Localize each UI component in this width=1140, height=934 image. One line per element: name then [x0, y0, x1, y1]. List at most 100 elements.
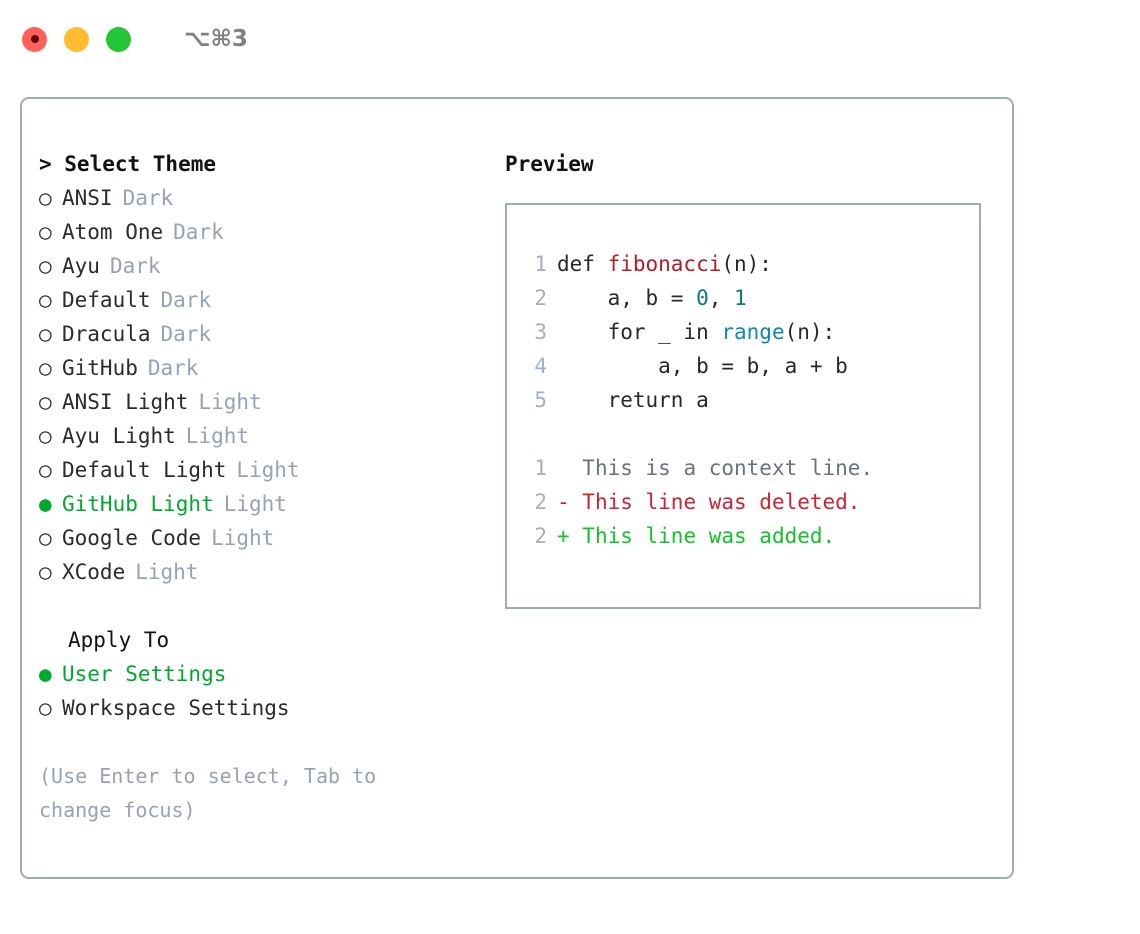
minimize-window-button[interactable]	[64, 26, 89, 52]
diff-line: 2- This line was deleted.	[525, 485, 979, 519]
code-line: 5 return a	[525, 383, 979, 417]
diff-text: This line was deleted.	[582, 490, 861, 514]
radio-empty-icon: ○	[39, 322, 52, 346]
theme-list-item[interactable]: ○ Ayu Dark	[39, 249, 487, 283]
window-controls	[22, 26, 131, 52]
theme-name: GitHub Light	[62, 492, 214, 516]
code-line: 4 a, b = b, a + b	[525, 349, 979, 383]
diff-marker	[557, 456, 582, 480]
theme-name: Google Code	[62, 526, 202, 550]
theme-list-item[interactable]: ○ ANSI Light Light	[39, 385, 487, 419]
radio-empty-icon: ○	[39, 186, 52, 210]
line-number: 3	[534, 320, 547, 344]
list-spacer	[39, 589, 487, 623]
apply-to-label: Workspace Settings	[62, 696, 290, 720]
diff-sample: 1 This is a context line.2- This line wa…	[525, 451, 979, 553]
line-number: 4	[534, 354, 547, 378]
apply-to-heading: Apply To	[68, 628, 170, 652]
line-number: 1	[534, 252, 547, 276]
radio-empty-icon: ○	[39, 220, 52, 244]
keyboard-shortcut-label: ⌥⌘3	[184, 26, 248, 52]
radio-empty-icon: ○	[39, 390, 52, 414]
keyboard-hint-text: (Use Enter to select, Tab to change focu…	[39, 764, 377, 822]
theme-list-item[interactable]: ○ Dracula Dark	[39, 317, 487, 351]
theme-list-item[interactable]: ○ GitHub Dark	[39, 351, 487, 385]
theme-name: Atom One	[62, 220, 164, 244]
theme-list-item[interactable]: ○ Ayu Light Light	[39, 419, 487, 453]
theme-variant-tag: Dark	[109, 254, 161, 278]
radio-empty-icon: ○	[39, 356, 52, 380]
code-diff-gap	[525, 417, 979, 451]
line-number: 1	[534, 456, 547, 480]
code-token-plain: a, b = b, a + b	[557, 354, 848, 378]
code-token-plain: (n):	[784, 320, 836, 344]
theme-variant-tag: Dark	[122, 186, 174, 210]
code-token-plain: return a	[557, 388, 709, 412]
code-token-plain: a, b =	[557, 286, 697, 310]
line-number: 2	[534, 524, 547, 548]
theme-variant-tag: Dark	[173, 220, 224, 244]
select-theme-heading: > Select Theme	[39, 152, 217, 176]
code-token-num: 0	[696, 286, 709, 310]
theme-list-item[interactable]: ○ Google Code Light	[39, 521, 487, 555]
theme-variant-tag: Light	[198, 390, 262, 414]
diff-line: 1 This is a context line.	[525, 451, 979, 485]
line-number: 5	[534, 388, 547, 412]
apply-to-list[interactable]: ●User Settings ○ Workspace Settings	[39, 657, 487, 725]
radio-empty-icon: ○	[39, 254, 52, 278]
apply-to-item[interactable]: ○ Workspace Settings	[39, 691, 487, 725]
line-number: 2	[534, 286, 547, 310]
title-bar: ⌥⌘3	[0, 0, 1140, 78]
radio-selected-icon: ●	[39, 662, 52, 686]
diff-line: 2 + This line was added.	[525, 519, 979, 553]
code-token-fn: fibonacci	[607, 252, 722, 276]
theme-list-item[interactable]: ● GitHub Light Light	[39, 487, 487, 521]
theme-name: Default	[62, 288, 151, 312]
theme-variant-tag: Dark	[147, 356, 199, 380]
code-token-kw: range	[721, 320, 785, 344]
theme-variant-tag: Dark	[160, 288, 212, 312]
theme-name: ANSI Light	[62, 390, 189, 414]
radio-empty-icon: ○	[39, 458, 52, 482]
diff-marker: +	[557, 524, 583, 548]
code-token-plain: def	[557, 252, 608, 276]
theme-name: Dracula	[62, 322, 151, 346]
close-window-button[interactable]	[22, 26, 47, 52]
theme-variant-tag: Light	[135, 560, 199, 584]
code-line: 2 a, b = 0, 1	[525, 281, 979, 315]
theme-variant-tag: Light	[211, 526, 275, 550]
radio-empty-icon: ○	[39, 424, 52, 448]
apply-to-item[interactable]: ●User Settings	[39, 657, 487, 691]
code-token-plain: ,	[708, 286, 735, 310]
theme-variant-tag: Light	[185, 424, 250, 448]
theme-name: GitHub	[62, 356, 138, 380]
maximize-window-button[interactable]	[106, 26, 131, 52]
code-line: 3 for _ in range(n):	[525, 315, 979, 349]
diff-text: This line was added.	[582, 524, 836, 548]
diff-marker: -	[557, 490, 583, 514]
radio-empty-icon: ○	[39, 696, 52, 720]
code-token-num: 1	[734, 286, 747, 310]
line-number: 2	[534, 490, 547, 514]
theme-list-item[interactable]: ○ Atom One Dark	[39, 215, 487, 249]
preview-heading: Preview	[505, 152, 594, 176]
theme-variant-tag: Dark	[160, 322, 212, 346]
theme-variant-tag: Light	[223, 492, 287, 516]
theme-name: Ayu	[62, 254, 100, 278]
theme-name: Ayu Light	[62, 424, 176, 448]
radio-empty-icon: ○	[39, 526, 52, 550]
diff-text: This is a context line.	[582, 456, 874, 480]
radio-selected-icon: ●	[39, 492, 52, 516]
theme-name: XCode	[62, 560, 126, 584]
theme-name: Default Light	[62, 458, 227, 482]
